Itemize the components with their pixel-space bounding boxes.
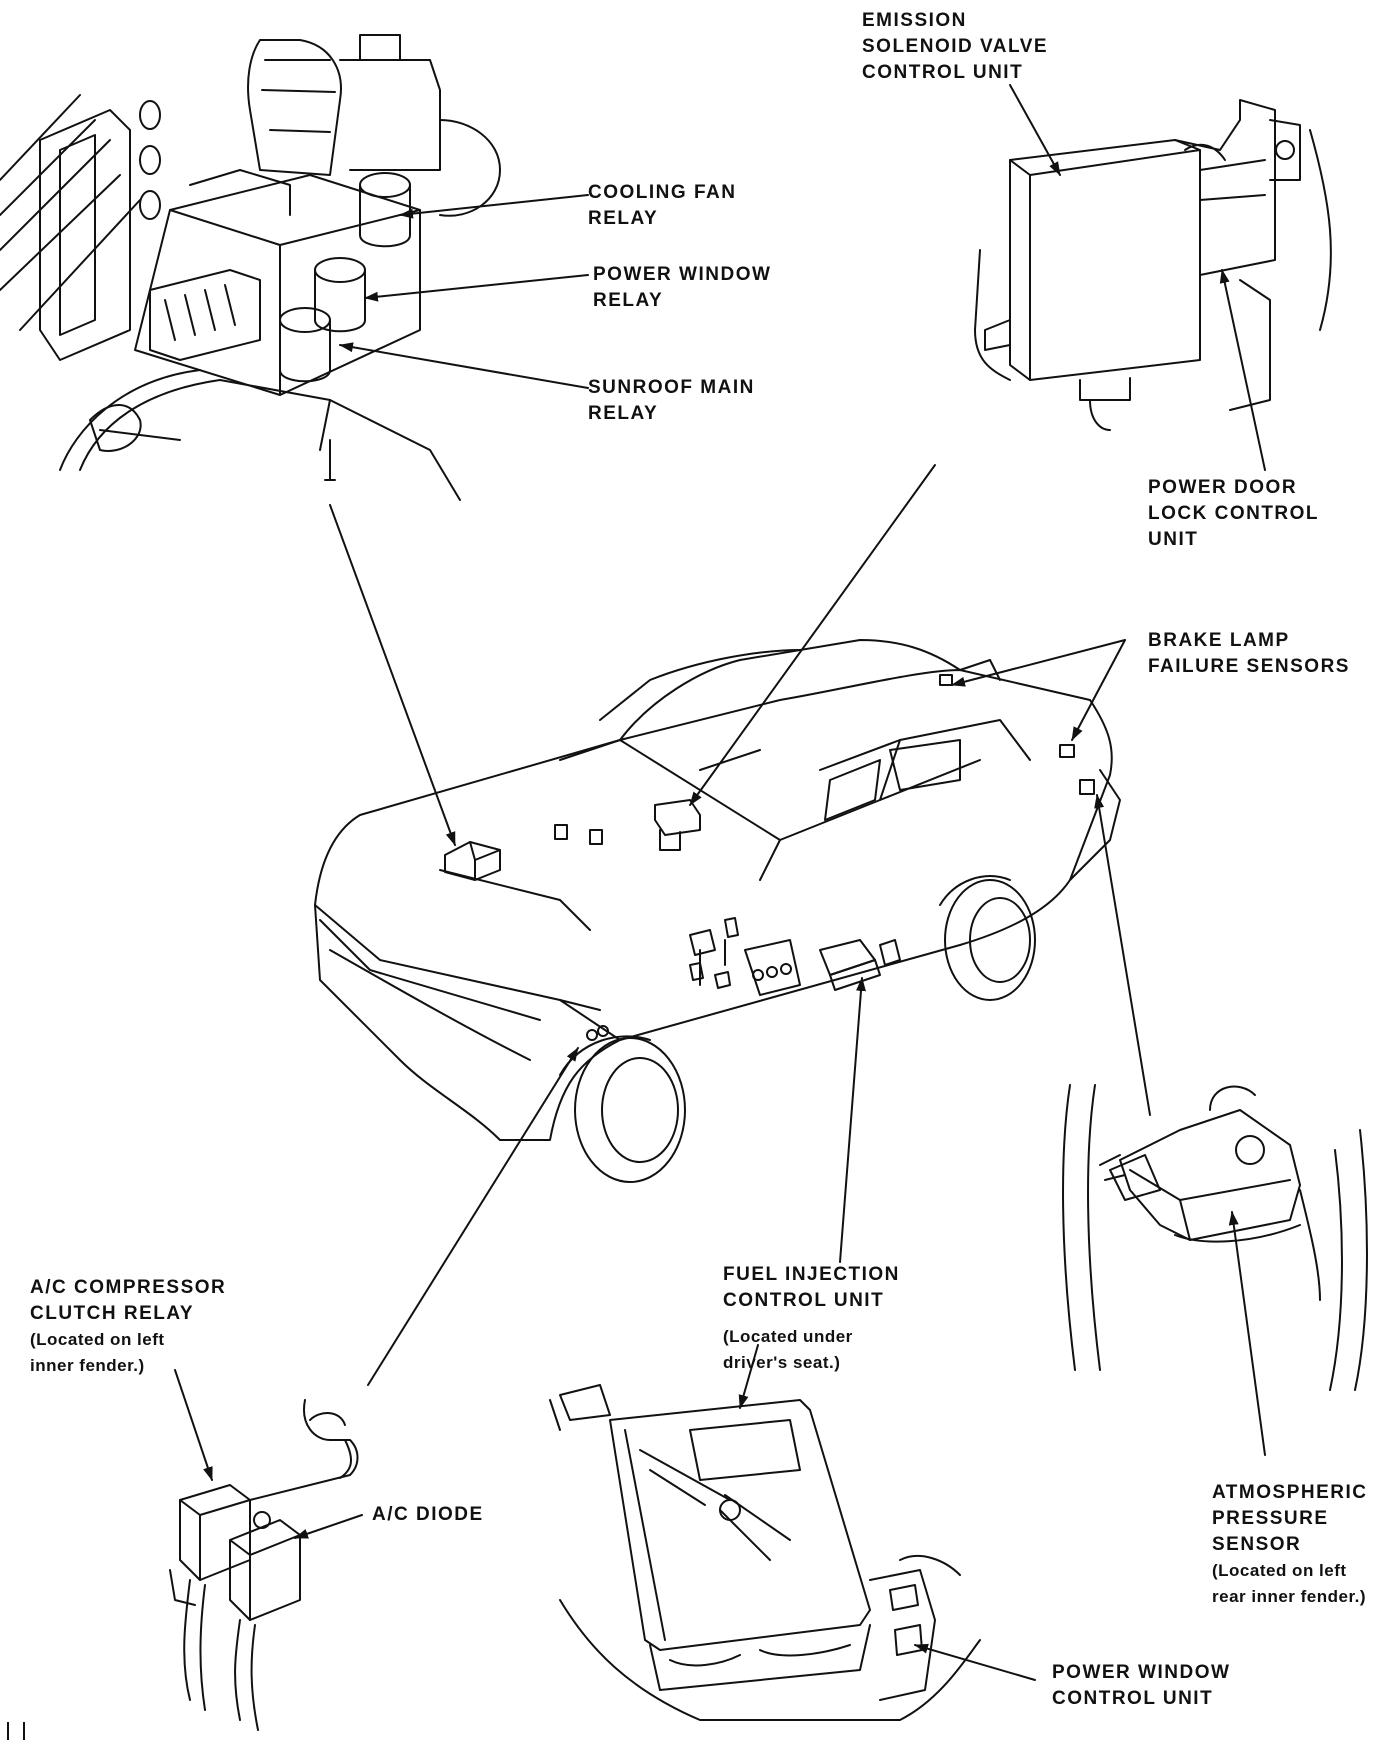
relay-box-illustration <box>0 34 501 501</box>
label-line: PRESSURE <box>1212 1508 1329 1529</box>
atmospheric-sensor-illustration <box>1062 1084 1368 1391</box>
car-body-illustration <box>314 639 1121 1183</box>
fuel-injection-unit-illustration <box>549 1384 981 1721</box>
page-corner-marks <box>7 1722 25 1740</box>
label-line: SENSOR <box>1212 1534 1302 1555</box>
label-power-door-lock-control-unit: POWER DOOR LOCK CONTROL UNIT <box>1148 475 1319 553</box>
label-note: (Located under <box>723 1327 853 1346</box>
label-power-window-relay: POWER WINDOW RELAY <box>593 262 771 314</box>
label-note: inner fender.) <box>30 1356 145 1375</box>
label-note: rear inner fender.) <box>1212 1587 1367 1606</box>
label-line: RELAY <box>593 290 664 311</box>
label-power-window-control-unit: POWER WINDOW CONTROL UNIT <box>1052 1660 1230 1712</box>
label-line: CONTROL UNIT <box>1052 1688 1214 1709</box>
label-ac-compressor-clutch-relay: A/C COMPRESSOR CLUTCH RELAY (Located on … <box>30 1275 226 1379</box>
label-cooling-fan-relay: COOLING FAN RELAY <box>588 180 736 232</box>
label-line: A/C DIODE <box>372 1504 484 1525</box>
label-brake-lamp-failure-sensors: BRAKE LAMP FAILURE SENSORS <box>1148 628 1350 680</box>
label-line: LOCK CONTROL <box>1148 503 1320 524</box>
label-line: FAILURE SENSORS <box>1148 656 1350 677</box>
leader-arrows <box>174 84 1266 1681</box>
label-line: COOLING FAN <box>588 182 737 203</box>
label-line: CLUTCH RELAY <box>30 1303 195 1324</box>
label-ac-diode: A/C DIODE <box>372 1502 484 1528</box>
label-line: RELAY <box>588 403 659 424</box>
label-line: CONTROL UNIT <box>862 62 1024 83</box>
label-line: RELAY <box>588 208 659 229</box>
label-line: POWER WINDOW <box>1052 1662 1231 1683</box>
control-units-illustration <box>974 99 1332 431</box>
label-fuel-injection-control-unit: FUEL INJECTION CONTROL UNIT (Located und… <box>723 1262 900 1376</box>
ac-relay-illustration <box>169 1399 359 1731</box>
label-sunroof-main-relay: SUNROOF MAIN RELAY <box>588 375 755 427</box>
label-line: POWER WINDOW <box>593 264 772 285</box>
label-line: SUNROOF MAIN <box>588 377 755 398</box>
label-line: FUEL INJECTION <box>723 1264 900 1285</box>
label-line: SOLENOID VALVE <box>862 36 1049 57</box>
label-line: BRAKE LAMP <box>1148 630 1290 651</box>
label-note: (Located on left <box>1212 1561 1347 1580</box>
label-atmospheric-pressure-sensor: ATMOSPHERIC PRESSURE SENSOR (Located on … <box>1212 1480 1367 1610</box>
label-note: driver's seat.) <box>723 1353 841 1372</box>
label-line: EMISSION <box>862 10 967 31</box>
label-note: (Located on left <box>30 1330 165 1349</box>
label-line: ATMOSPHERIC <box>1212 1482 1368 1503</box>
label-emission-solenoid-valve-control-unit: EMISSION SOLENOID VALVE CONTROL UNIT <box>862 8 1048 86</box>
label-line: CONTROL UNIT <box>723 1290 885 1311</box>
label-line: A/C COMPRESSOR <box>30 1277 227 1298</box>
label-line: POWER DOOR <box>1148 477 1298 498</box>
label-line: UNIT <box>1148 529 1199 550</box>
